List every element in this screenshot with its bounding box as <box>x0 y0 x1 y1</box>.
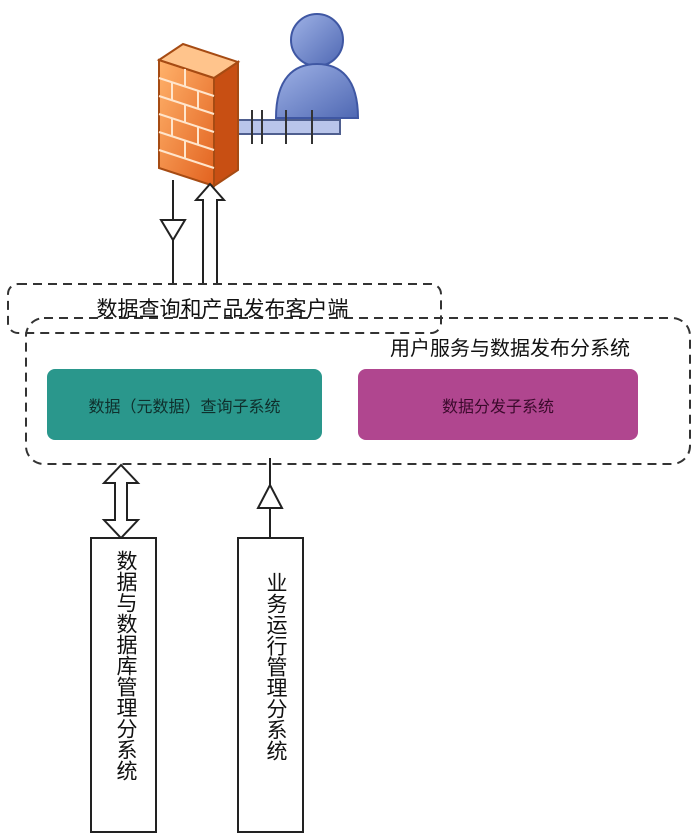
subsystem-container <box>25 317 691 465</box>
firewall-icon <box>156 42 241 188</box>
firewall-up-arrow <box>193 182 227 286</box>
query-subsystem-box <box>47 369 322 440</box>
subsystem-label: 用户服务与数据发布分系统 <box>390 336 630 360</box>
database-subsystem-label: 数据与数据库管理分系统 <box>114 550 138 781</box>
firewall-down-arrow <box>159 180 187 285</box>
client-label: 数据查询和产品发布客户端 <box>96 297 349 321</box>
operations-subsystem-box <box>237 537 304 833</box>
distribution-subsystem-box <box>358 369 638 440</box>
database-bidirectional-arrow <box>101 463 141 540</box>
distribution-subsystem-label: 数据分发子系统 <box>441 396 554 416</box>
client-box <box>7 283 442 334</box>
operations-up-arrow <box>256 458 284 538</box>
user-icon <box>274 13 360 119</box>
user-connection-bar <box>231 110 341 144</box>
query-subsystem-label: 数据（元数据）查询子系统 <box>88 396 281 416</box>
operations-subsystem-label: 业务运行管理分系统 <box>264 572 288 761</box>
database-subsystem-box <box>90 537 157 833</box>
